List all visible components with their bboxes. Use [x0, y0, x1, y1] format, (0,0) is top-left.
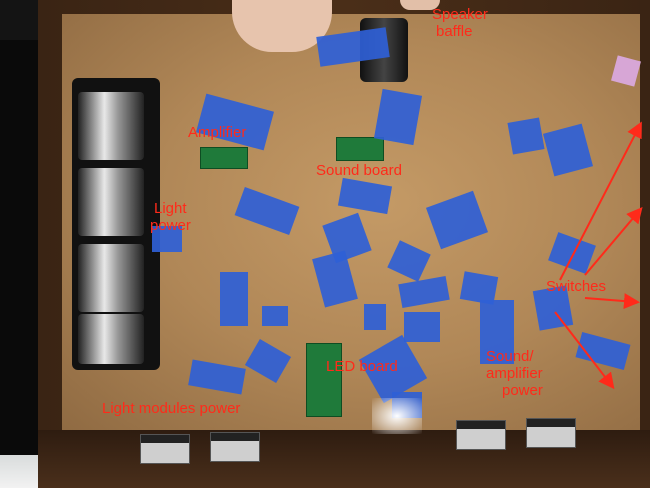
- battery-9v: [140, 434, 190, 464]
- battery-holder: [72, 78, 160, 370]
- arrow: [554, 311, 615, 390]
- label-line: power: [150, 217, 191, 234]
- hand-right: [400, 0, 440, 10]
- background-dark: [0, 40, 40, 460]
- d-cell: [78, 314, 144, 364]
- hand: [232, 0, 332, 52]
- battery-9v: [526, 418, 576, 448]
- label-amplifier: Amplifier: [188, 124, 247, 141]
- arrow: [559, 121, 642, 281]
- battery-9v: [210, 432, 260, 462]
- tape: [480, 300, 514, 364]
- tape: [364, 304, 386, 330]
- label-sound-board: Sound board: [316, 162, 402, 179]
- tape: [220, 272, 248, 326]
- led-glow: [372, 398, 422, 434]
- label-line: amplifier: [486, 365, 543, 382]
- label-led-board: LED board: [326, 358, 398, 375]
- label-line: Speaker: [432, 6, 488, 23]
- tape: [152, 226, 182, 252]
- label-light-modules-power: Light modules power: [102, 400, 241, 417]
- d-cell: [78, 168, 144, 236]
- label-line: power: [502, 382, 543, 399]
- label-line: Light: [154, 200, 187, 217]
- led-board: [306, 343, 342, 417]
- amplifier-board: [200, 147, 248, 169]
- tape: [262, 306, 288, 326]
- tape: [404, 312, 440, 342]
- sound-board: [336, 137, 384, 161]
- label-line: Sound/: [486, 348, 534, 365]
- battery-9v: [456, 420, 506, 450]
- d-cell: [78, 92, 144, 160]
- d-cell: [78, 244, 144, 312]
- arrow: [584, 206, 643, 276]
- label-switches: Switches: [546, 278, 607, 295]
- arrow: [584, 293, 640, 310]
- label-line: baffle: [436, 23, 473, 40]
